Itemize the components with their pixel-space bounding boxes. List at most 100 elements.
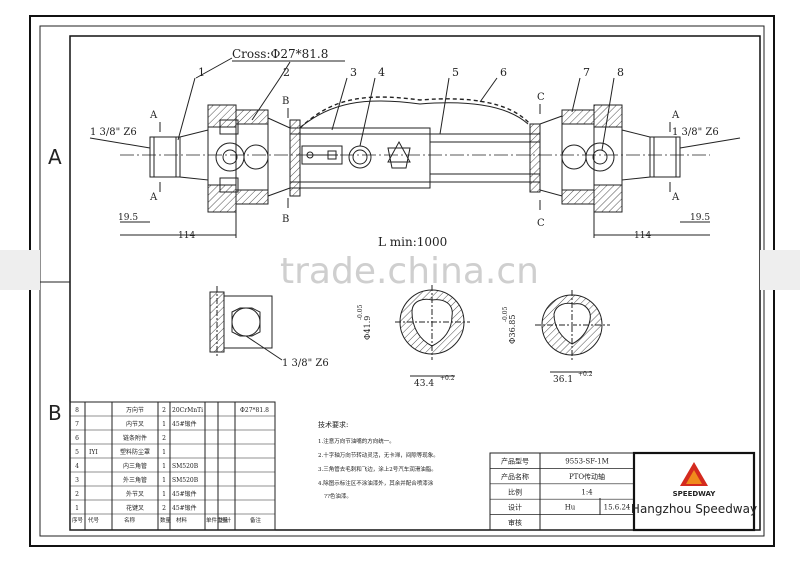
title-block-value: PTO传动轴: [569, 472, 605, 481]
zone-a-label: A: [48, 145, 62, 169]
section-a-bottom-left: A: [149, 192, 158, 203]
bom-cell-qty: 2: [162, 435, 166, 442]
title-block-value: 9553-SF-1M: [565, 457, 609, 465]
tech-note-2: 2.十字轴万向节转动灵活，无卡滞，间隙等现象。: [318, 451, 439, 459]
callout-8: 8: [617, 66, 624, 79]
section-a-top-left: A: [149, 110, 158, 121]
dim-tri2-tolerance: +0.2: [578, 371, 593, 378]
bom-header-cell: 材料: [176, 516, 188, 524]
dim-tri2-height-tol: -0.05: [502, 306, 509, 322]
bom-header-cell: 名称: [124, 516, 136, 524]
left-outer-yoke: [235, 109, 291, 205]
section-c-top: C: [537, 92, 545, 103]
dim-left-long: 114: [178, 231, 195, 241]
callout-2: 2: [283, 66, 290, 79]
bom-cell-material: 45#锻件: [172, 504, 197, 512]
title-block-value: Hu: [565, 504, 576, 512]
title-block-label: 审核: [508, 518, 522, 527]
bom-header-cell: 总计: [220, 516, 232, 524]
dim-right-small: 19.5: [690, 213, 710, 223]
bom-cell-no: 2: [75, 491, 79, 498]
section-c-bottom: C: [537, 218, 545, 229]
bom-cell-no: 7: [75, 421, 79, 428]
bom-cell-qty: 1: [162, 449, 166, 456]
tube-section-symbol: [348, 140, 411, 169]
bom-cell-no: 8: [75, 407, 79, 414]
bom-cell-name: 万向节: [126, 406, 144, 414]
bom-cell-code: IYI: [89, 449, 98, 456]
dim-tri1-width: 43.4: [414, 379, 434, 389]
bom-header-cell: 代号: [88, 516, 100, 524]
bom-cell-qty: 1: [162, 463, 166, 470]
left-spline-yoke: [149, 104, 245, 213]
bom-cell-name: 外节叉: [126, 490, 144, 498]
callout-1: 1: [198, 66, 205, 79]
bom-cell-qty: 1: [162, 477, 166, 484]
inner-tube-section: 36.1 +0.2 Φ36.85 -0.05: [502, 290, 610, 385]
bom-cell-material: 45#锻件: [172, 490, 197, 498]
bom-cell-name: 内节叉: [126, 420, 144, 428]
right-spline-yoke: [585, 104, 681, 213]
watermark-text: trade.china.cn: [280, 251, 539, 292]
technical-notes: 技术要求: 1.注意万向节油嘴的方向统一。 2.十字轴万向节转动灵活，无卡滞，间…: [318, 420, 439, 500]
thread-bottom-label: 1 3/8" Z6: [282, 358, 329, 369]
outer-tube-section: 43.4 +0.2 Φ41.9 -0.05: [357, 285, 470, 389]
tech-notes-title: 技术要求:: [318, 420, 348, 429]
tech-note-5: ??色油漆。: [324, 492, 352, 500]
bom-cell-no: 3: [75, 477, 79, 484]
bom-cell-qty: 2: [162, 505, 166, 512]
bom-cell-name: 内三角管: [123, 462, 147, 470]
length-min-label: L min:1000: [378, 235, 447, 249]
fade-block-right: [760, 250, 800, 290]
bom-header-cell: 数量: [160, 516, 172, 524]
title-block-date: 15.6.24: [604, 504, 631, 512]
dim-tri2-width: 36.1: [553, 375, 573, 385]
inner-triangle-tube: [429, 123, 541, 193]
bom-cell-material: SM520B: [172, 477, 199, 484]
bom-header-cell: 序号: [72, 516, 84, 524]
title-block-label: 产品型号: [501, 456, 529, 465]
fade-block-left: [0, 250, 40, 290]
company-logo-box: SPEEDWAY Hangzhou Speedway: [631, 451, 757, 532]
section-b-top: B: [282, 96, 289, 107]
bom-cell-no: 4: [75, 463, 79, 470]
outer-triangle-tube: [289, 119, 431, 197]
title-block-value: 1:4: [581, 488, 593, 496]
section-markers: A A A A B B C C: [149, 92, 680, 229]
section-a-bottom-right: A: [671, 192, 680, 203]
dim-right-long: 114: [634, 231, 651, 241]
section-a-top-right: A: [671, 110, 680, 121]
logo-brand: SPEEDWAY: [673, 490, 717, 498]
bom-cell-name: 花键叉: [126, 504, 144, 512]
thread-right-label: 1 3/8" Z6: [672, 127, 719, 138]
bom-cell-material: 45#锻件: [172, 420, 197, 428]
bom-cell-no: 5: [75, 449, 79, 456]
bom-cell-name: 链条附件: [123, 434, 147, 442]
zone-b-label: B: [48, 401, 62, 425]
bom-cell-name: 塑料防尘罩: [120, 448, 150, 456]
callout-5: 5: [452, 66, 459, 79]
bom-cell-no: 6: [75, 435, 79, 442]
callout-3: 3: [350, 66, 357, 79]
cross-spec-label: Cross:Φ27*81.8: [232, 47, 328, 61]
dim-tri2-height: Φ36.85: [508, 315, 517, 344]
tech-note-3: 3.三角管去毛刺和飞边，涂上2号汽车润滑油脂。: [318, 465, 437, 473]
tech-note-1: 1.注意万向节油嘴的方向统一。: [318, 437, 395, 445]
safety-chain: [299, 96, 531, 129]
callout-group: 1 2 3 4 5 6 7 8: [177, 57, 624, 151]
warning-label: [301, 145, 343, 165]
bom-cell-qty: 2: [162, 407, 166, 414]
bom-cell-material: 20CrMnTi: [172, 407, 203, 414]
section-b-bottom: B: [282, 214, 289, 225]
bom-header-cell: 单件重量: [206, 516, 229, 524]
bom-cell-note: Φ27*81.8: [240, 407, 269, 414]
bom-cell-material: SM520B: [172, 463, 199, 470]
bom-cell-qty: 1: [162, 491, 166, 498]
dimension-lines: 19.5 114 19.5 114: [118, 205, 710, 241]
logo-company: Hangzhou Speedway: [631, 502, 757, 516]
dim-left-small: 19.5: [118, 213, 138, 223]
callout-4: 4: [378, 66, 385, 79]
callout-7: 7: [583, 66, 590, 79]
